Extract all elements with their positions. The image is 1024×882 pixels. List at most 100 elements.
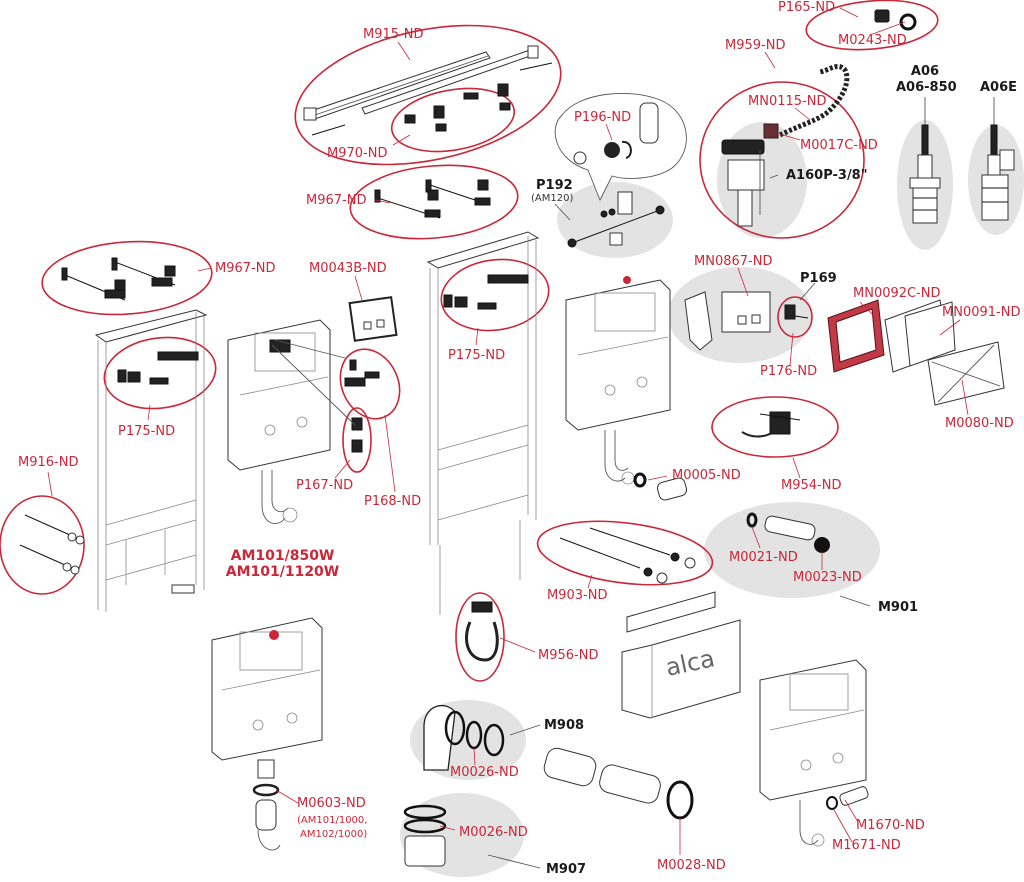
m959-ring (699, 81, 865, 239)
m0005-tube (656, 477, 688, 501)
leader-lines (47, 7, 995, 869)
label-mn0092c: MN0092C-ND (853, 286, 941, 301)
middle-frame (426, 231, 540, 615)
label-m0603: M0603-ND (297, 796, 366, 811)
label-m0080: M0080-ND (945, 416, 1014, 431)
p196-clip (573, 102, 659, 165)
label-m970: M970-ND (327, 146, 388, 161)
m908-parts (423, 704, 505, 771)
m0603-leader (275, 789, 299, 804)
p168-ring (339, 348, 401, 420)
label-m1670: M1670-ND (856, 818, 925, 833)
label-p196: P196-ND (574, 110, 632, 125)
m0080-plate (927, 341, 1005, 406)
m916-bolts (19, 514, 85, 575)
m901-highlight (704, 502, 880, 598)
m0005-ring (633, 472, 647, 488)
label-m0243: M0243-ND (838, 33, 907, 48)
p168-parts (344, 359, 380, 387)
label-a06-850: A06-850 (896, 80, 957, 95)
label-p167: P167-ND (296, 478, 354, 493)
a06e-flush-valve (981, 112, 1015, 221)
label-a160p: A160P-3/8" (786, 168, 868, 183)
label-mn0867: MN0867-ND (694, 254, 773, 269)
label-m0017c: M0017C-ND (800, 138, 878, 153)
p167-parts (351, 417, 363, 453)
left-frame (94, 309, 208, 612)
label-p169: P169 (800, 271, 837, 286)
label-m0023: M0023-ND (793, 570, 862, 585)
label-m967-top: M967-ND (306, 193, 367, 208)
cistern-lower-left (211, 617, 323, 851)
label-p175-left: P175-ND (118, 424, 176, 439)
label-p168: P168-ND (364, 494, 422, 509)
label-p175-mid: P175-ND (448, 348, 506, 363)
label-m0028: M0028-ND (657, 858, 726, 873)
p192-highlight (557, 182, 673, 258)
m916-ring (0, 495, 85, 595)
label-m954: M954-ND (781, 478, 842, 493)
p175-mid-ring (440, 258, 550, 332)
m959-hose (763, 64, 850, 139)
p176-ring (777, 296, 813, 338)
p165-fitting (874, 9, 917, 31)
cistern-upper-right (565, 276, 671, 485)
label-a06e: A06E (980, 80, 1018, 95)
m956-ring (455, 592, 505, 682)
m0043b-plate (348, 296, 398, 342)
m967-top-arms (374, 179, 491, 219)
mn0091-box (884, 299, 956, 373)
label-m903: M903-ND (547, 588, 608, 603)
label-m0603-sub2: AM102/1000) (300, 829, 368, 840)
m915-ring (294, 24, 562, 166)
label-m0021: M0021-ND (729, 550, 798, 565)
m954-part (741, 411, 801, 438)
alca-cover-box: alca (621, 591, 741, 719)
cistern-lower-right (759, 659, 869, 847)
m954-ring (711, 396, 839, 458)
label-m901: M901 (878, 600, 919, 615)
flush-pipe-set (543, 747, 694, 820)
label-m907: M907 (546, 862, 587, 877)
m967-top-ring (349, 164, 519, 240)
cistern-upper-left (227, 319, 331, 524)
mn0092c-frame (827, 299, 885, 373)
m915-rails (303, 45, 553, 136)
p167-ring (342, 407, 372, 473)
label-m916: M916-ND (18, 455, 79, 470)
m967-left-arms (61, 257, 176, 301)
label-m956: M956-ND (538, 648, 599, 663)
label-m959: M959-ND (725, 38, 786, 53)
label-m915: M915-ND (363, 27, 424, 42)
model-label-line2: AM101/1120W (225, 564, 340, 580)
m970-fittings (404, 83, 511, 132)
a06-flush-valve (909, 112, 941, 224)
label-p192: P192 (536, 178, 573, 193)
p175-mid-brackets (443, 274, 529, 310)
m967-left-ring (41, 240, 213, 316)
label-p176: P176-ND (760, 364, 818, 379)
model-label-line1: AM101/850W (230, 548, 335, 564)
label-p165: P165-ND (778, 0, 836, 15)
m907-parts (403, 804, 447, 867)
p169-parts (684, 291, 809, 351)
p175-left-brackets (117, 351, 199, 385)
label-m0005: M0005-ND (672, 468, 741, 483)
label-m1671: M1671-ND (832, 838, 901, 853)
m970-ring (390, 87, 516, 153)
label-mn0091: MN0091-ND (942, 305, 1021, 320)
m903-ring (536, 520, 714, 586)
label-m0603-sub1: (AM101/1000, (297, 815, 368, 826)
label-mn0115: MN0115-ND (748, 94, 827, 109)
m903-rods (559, 527, 696, 584)
label-p192-sub: (AM120) (531, 193, 574, 204)
label-a06: A06 (910, 64, 940, 79)
p175-left-ring (103, 336, 217, 410)
p192-fittings (567, 191, 665, 248)
m956-clamp (465, 601, 499, 662)
m901-parts (746, 512, 830, 553)
label-m0043b: M0043B-ND (309, 261, 387, 276)
label-m0026-lower: M0026-ND (459, 825, 528, 840)
